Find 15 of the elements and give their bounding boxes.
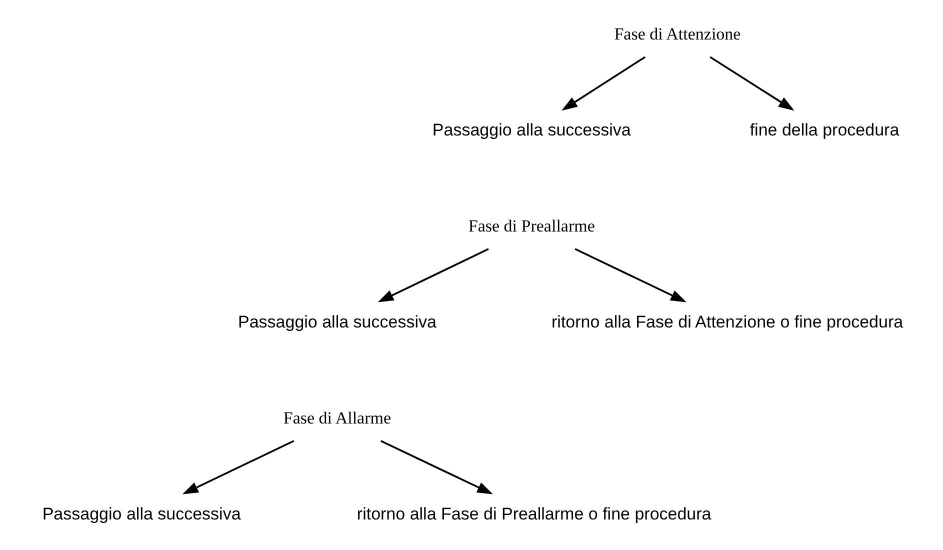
arrow	[574, 248, 686, 302]
arrow	[380, 440, 493, 494]
node-text: Passaggio alla successiva	[238, 312, 436, 332]
node-text: Passaggio alla successiva	[42, 504, 241, 524]
node-text: fine della procedura	[750, 120, 900, 140]
node-text: Passaggio alla successiva	[432, 120, 631, 140]
node-text: ritorno alla Fase di Attenzione o fine procedura	[552, 312, 904, 332]
arrow	[182, 440, 294, 494]
node-text: Fase di Allarme	[283, 408, 392, 428]
arrow	[710, 56, 794, 111]
node-text: Fase di Attenzione	[614, 24, 741, 44]
node-text: ritorno alla Fase di Preallarme o fine procedura	[356, 504, 712, 524]
arrow	[378, 248, 489, 302]
node-text: Fase di Preallarme	[468, 216, 595, 236]
arrow	[562, 56, 646, 111]
